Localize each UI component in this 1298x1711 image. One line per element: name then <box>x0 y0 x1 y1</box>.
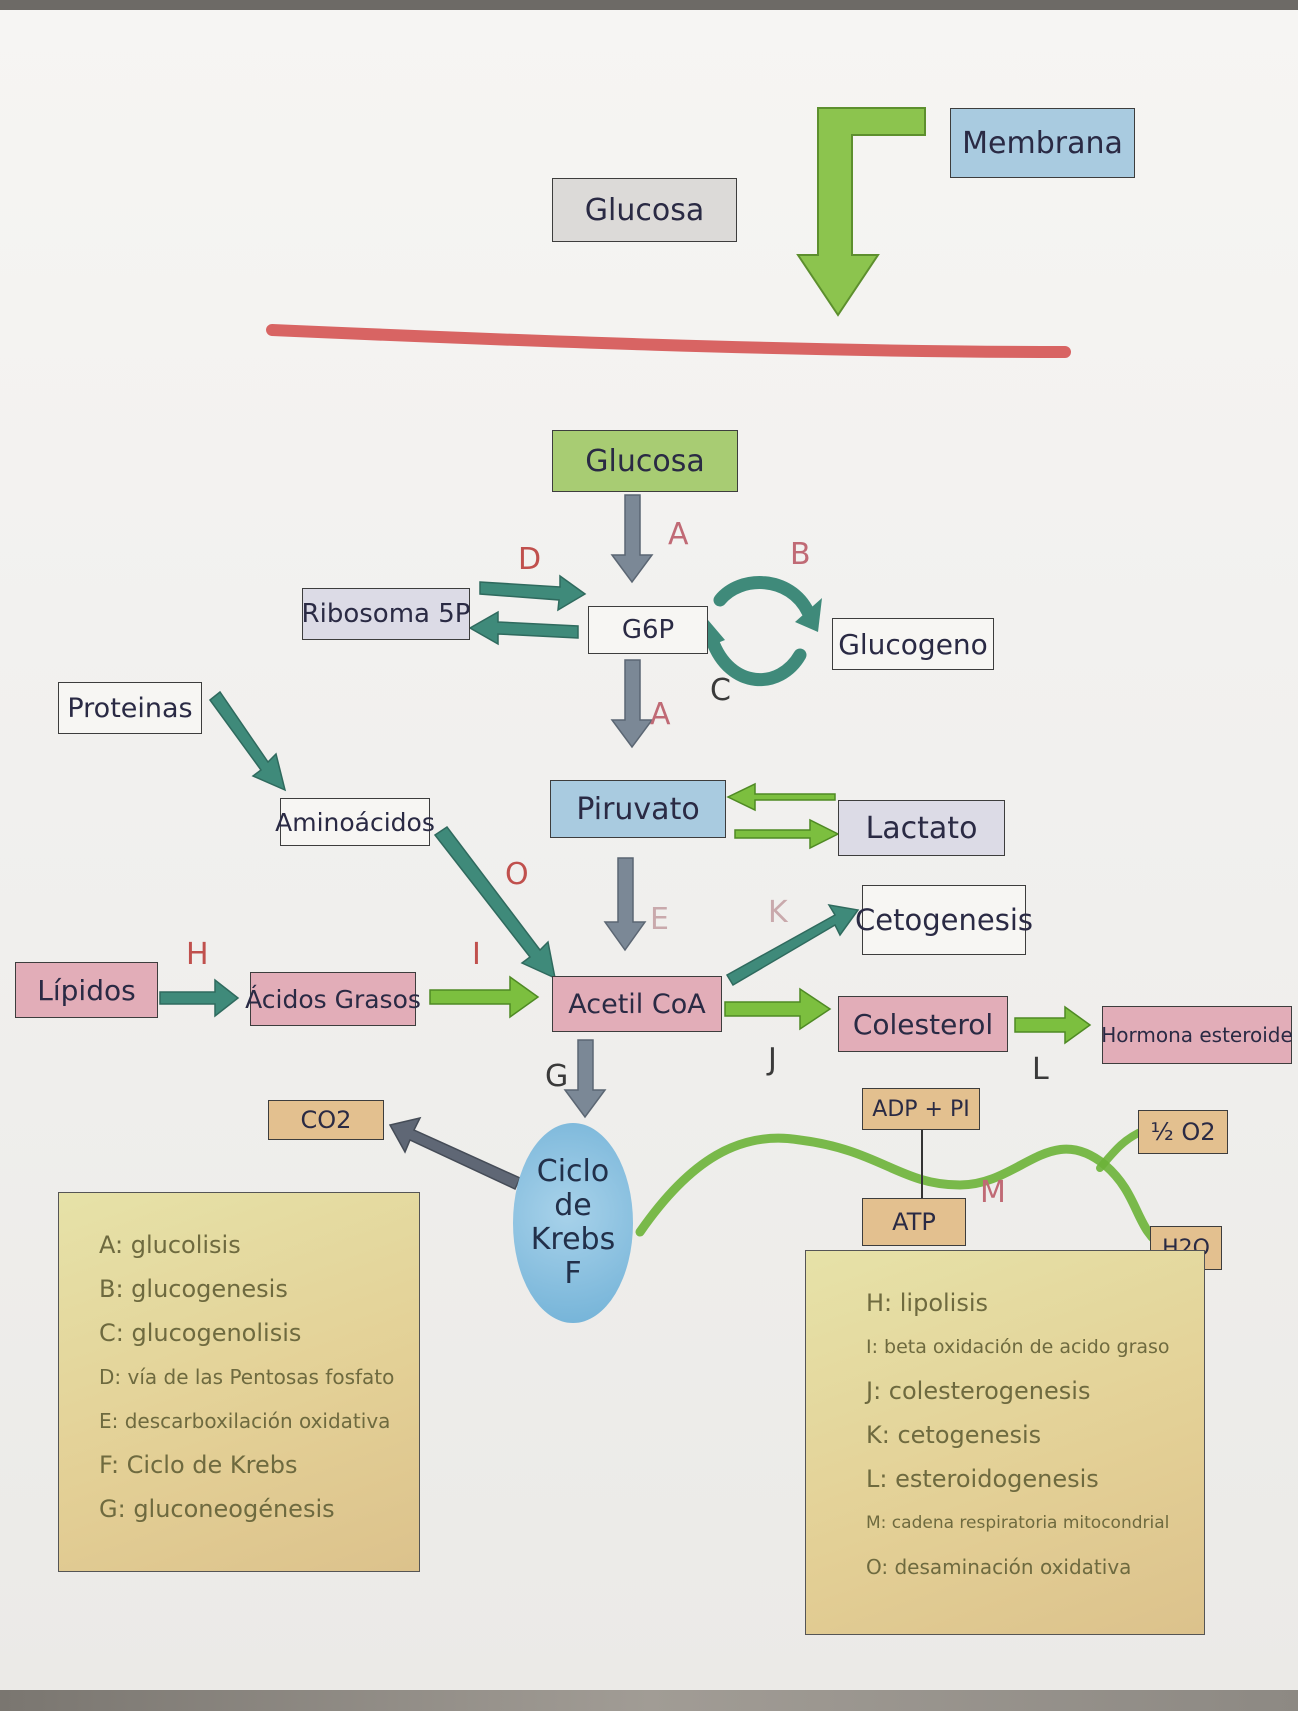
label-A1: A <box>668 517 689 552</box>
arrow-I <box>429 975 540 1019</box>
colesterol-box: Colesterol <box>838 996 1008 1052</box>
arrow-L <box>1014 1005 1092 1045</box>
legend-right-item: L: esteroidogenesis <box>866 1465 1099 1493</box>
arrow-G <box>563 1039 607 1119</box>
legend-right-item: M: cadena respiratoria mitocondrial <box>866 1513 1170 1533</box>
aminoacidos-box: Aminoácidos <box>275 798 435 846</box>
arrow-B <box>713 576 815 619</box>
legend-left-item: B: glucogenesis <box>99 1275 288 1303</box>
label-B: B <box>790 537 811 572</box>
piruvato-box: Piruvato <box>550 780 726 838</box>
label-K: K <box>768 895 788 930</box>
label-H: H <box>186 937 209 972</box>
legend-left-item: F: Ciclo de Krebs <box>99 1451 298 1479</box>
arrow-E <box>603 857 647 952</box>
glucosa-top-box: Glucosa <box>552 178 737 242</box>
legend-left-item: G: gluconeogénesis <box>99 1495 335 1523</box>
adp-pi-box: ADP + PI <box>862 1088 980 1130</box>
table-edge <box>0 1690 1298 1711</box>
arrow-proteinas <box>208 690 287 792</box>
label-G: G <box>545 1059 569 1094</box>
legend-right-item: I: beta oxidación de acido graso <box>866 1336 1170 1358</box>
cetogenesis-box: Cetogenesis <box>855 885 1033 955</box>
acidos-grasos-box: Ácidos Grasos <box>245 972 421 1026</box>
legend-right-item: O: desaminación oxidativa <box>866 1555 1132 1579</box>
glucosa-box: Glucosa <box>552 430 738 492</box>
proteinas-box: Proteinas <box>58 682 202 734</box>
label-O: O <box>505 857 529 892</box>
arrow-D-left <box>468 610 579 646</box>
legend-left-item: E: descarboxilación oxidativa <box>99 1409 391 1433</box>
krebs-line-3: Krebs <box>530 1222 616 1257</box>
hormona-esteroide-box: Hormona esteroide <box>1101 1006 1293 1064</box>
label-I: I <box>472 937 481 972</box>
lactato-box: Lactato <box>838 800 1005 856</box>
co2-box: CO2 <box>268 1100 384 1140</box>
label-M: M <box>980 1175 1006 1210</box>
o2-box: ½ O2 <box>1138 1110 1228 1154</box>
membrane-arrow <box>796 107 926 317</box>
label-L: L <box>1032 1052 1049 1087</box>
legend-right-item: H: lipolisis <box>866 1289 989 1317</box>
acetil-coa-box: Acetil CoA <box>552 976 722 1032</box>
krebs-cycle: Ciclo de Krebs F <box>513 1123 633 1323</box>
legend-right-item: J: colesterogenesis <box>866 1377 1091 1405</box>
legend-left-item: D: vía de las Pentosas fosfato <box>99 1365 395 1389</box>
legend-right: H: lipolisis I: beta oxidación de acido … <box>805 1250 1205 1635</box>
membrane-line <box>266 324 1071 358</box>
arrow-H <box>159 978 240 1018</box>
arrow-D-right <box>479 574 587 612</box>
legend-left-item: C: glucogenolisis <box>99 1319 302 1347</box>
atp-box: ATP <box>862 1198 966 1246</box>
lipidos-box: Lípidos <box>15 962 158 1018</box>
label-C: C <box>710 673 731 708</box>
g6p-box: G6P <box>588 606 708 654</box>
label-D: D <box>518 542 542 577</box>
legend-left: A: glucolisis B: glucogenesis C: glucoge… <box>58 1192 420 1572</box>
krebs-line-2: de <box>554 1188 592 1223</box>
krebs-line-4: F <box>564 1256 582 1291</box>
arrow-lactato-to-piruvato <box>726 782 836 812</box>
arrow-K <box>725 903 860 987</box>
label-J: J <box>768 1042 777 1077</box>
legend-right-item: K: cetogenesis <box>866 1421 1042 1449</box>
glucogeno-box: Glucogeno <box>832 618 994 670</box>
arrow-CO2 <box>388 1116 521 1190</box>
legend-left-item: A: glucolisis <box>99 1231 241 1259</box>
respiratory-chain-line <box>635 1133 1170 1253</box>
label-A2: A <box>650 697 671 732</box>
label-E: E <box>650 902 669 937</box>
arrow-J <box>724 987 832 1031</box>
arrow-A2 <box>610 659 654 749</box>
arrow-A1 <box>610 494 654 584</box>
krebs-line-1: Ciclo <box>536 1154 610 1189</box>
arrow-piruvato-to-lactato <box>734 818 840 850</box>
arrow-O <box>433 825 557 980</box>
membrana-box: Membrana <box>950 108 1135 178</box>
ribosoma-box: Ribosoma 5P <box>302 588 470 640</box>
arrow-C <box>705 633 807 686</box>
